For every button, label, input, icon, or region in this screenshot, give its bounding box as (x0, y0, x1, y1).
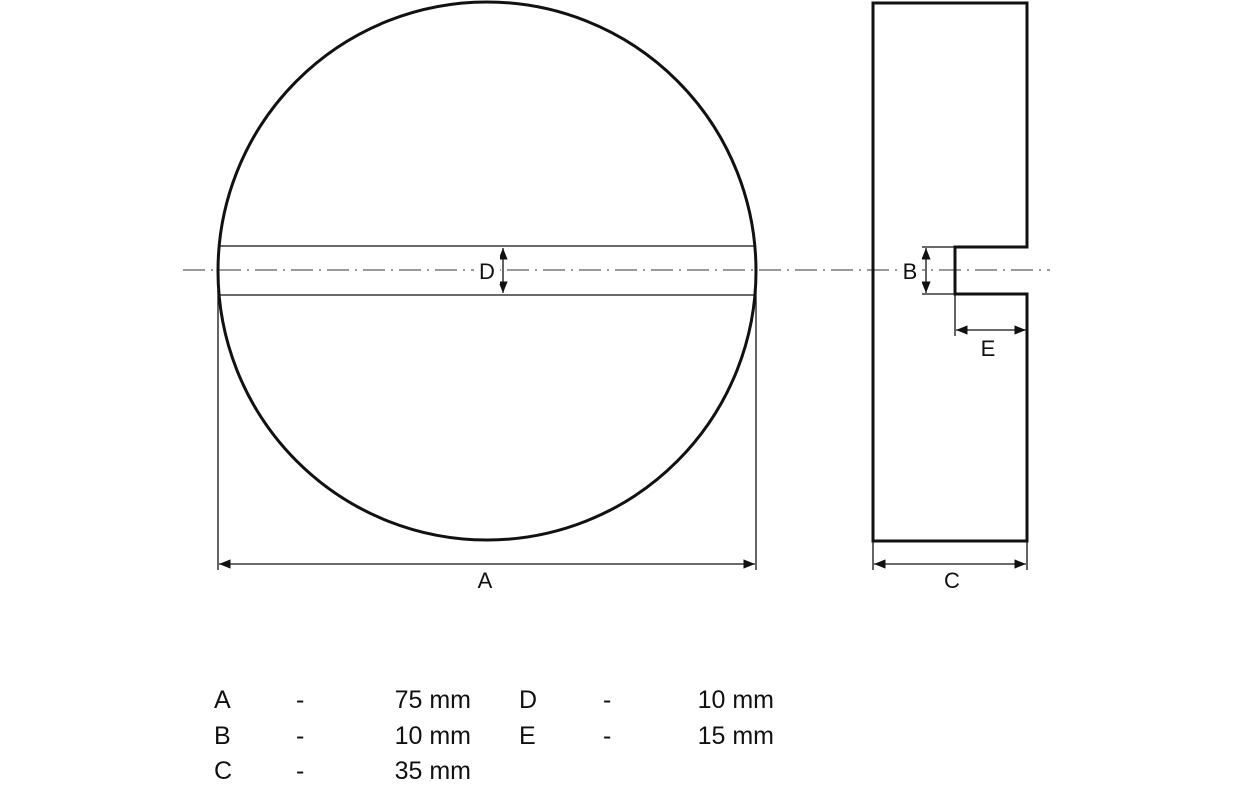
legend-dash: - (296, 722, 304, 750)
legend-value: 35 mm (395, 757, 471, 785)
front-view: D A (216, 0, 758, 593)
legend-value: 75 mm (395, 686, 471, 714)
legend-row-e: E - 15 mm (519, 722, 774, 750)
legend-value: 10 mm (698, 686, 774, 714)
legend-dash: - (603, 686, 611, 714)
legend-value: 10 mm (395, 722, 471, 750)
legend-dash: - (603, 722, 611, 750)
label-bg (474, 256, 500, 284)
label-d: D (479, 259, 495, 284)
legend-letter: E (519, 722, 536, 750)
legend-dash: - (296, 686, 304, 714)
label-e: E (981, 336, 996, 361)
label-c: C (944, 568, 960, 593)
label-b: B (903, 259, 918, 284)
legend-letter: B (214, 722, 231, 750)
label-bg (898, 258, 922, 284)
side-view: B E C (871, 1, 1029, 593)
legend-dash: - (296, 757, 304, 785)
legend-row-c: C - 35 mm (214, 757, 471, 785)
disc-outline (216, 0, 758, 542)
legend-row-d: D - 10 mm (519, 686, 774, 714)
label-a: A (478, 568, 493, 593)
legend-row-a: A - 75 mm (214, 686, 471, 714)
dimension-legend: A - 75 mm B - 10 mm C - 35 mm D - 10 mm … (214, 686, 774, 785)
side-outline (871, 1, 1029, 543)
legend-letter: D (519, 686, 537, 714)
legend-row-b: B - 10 mm (214, 722, 471, 750)
legend-value: 15 mm (698, 722, 774, 750)
legend-letter: C (214, 757, 232, 785)
legend-letter: A (214, 686, 231, 714)
